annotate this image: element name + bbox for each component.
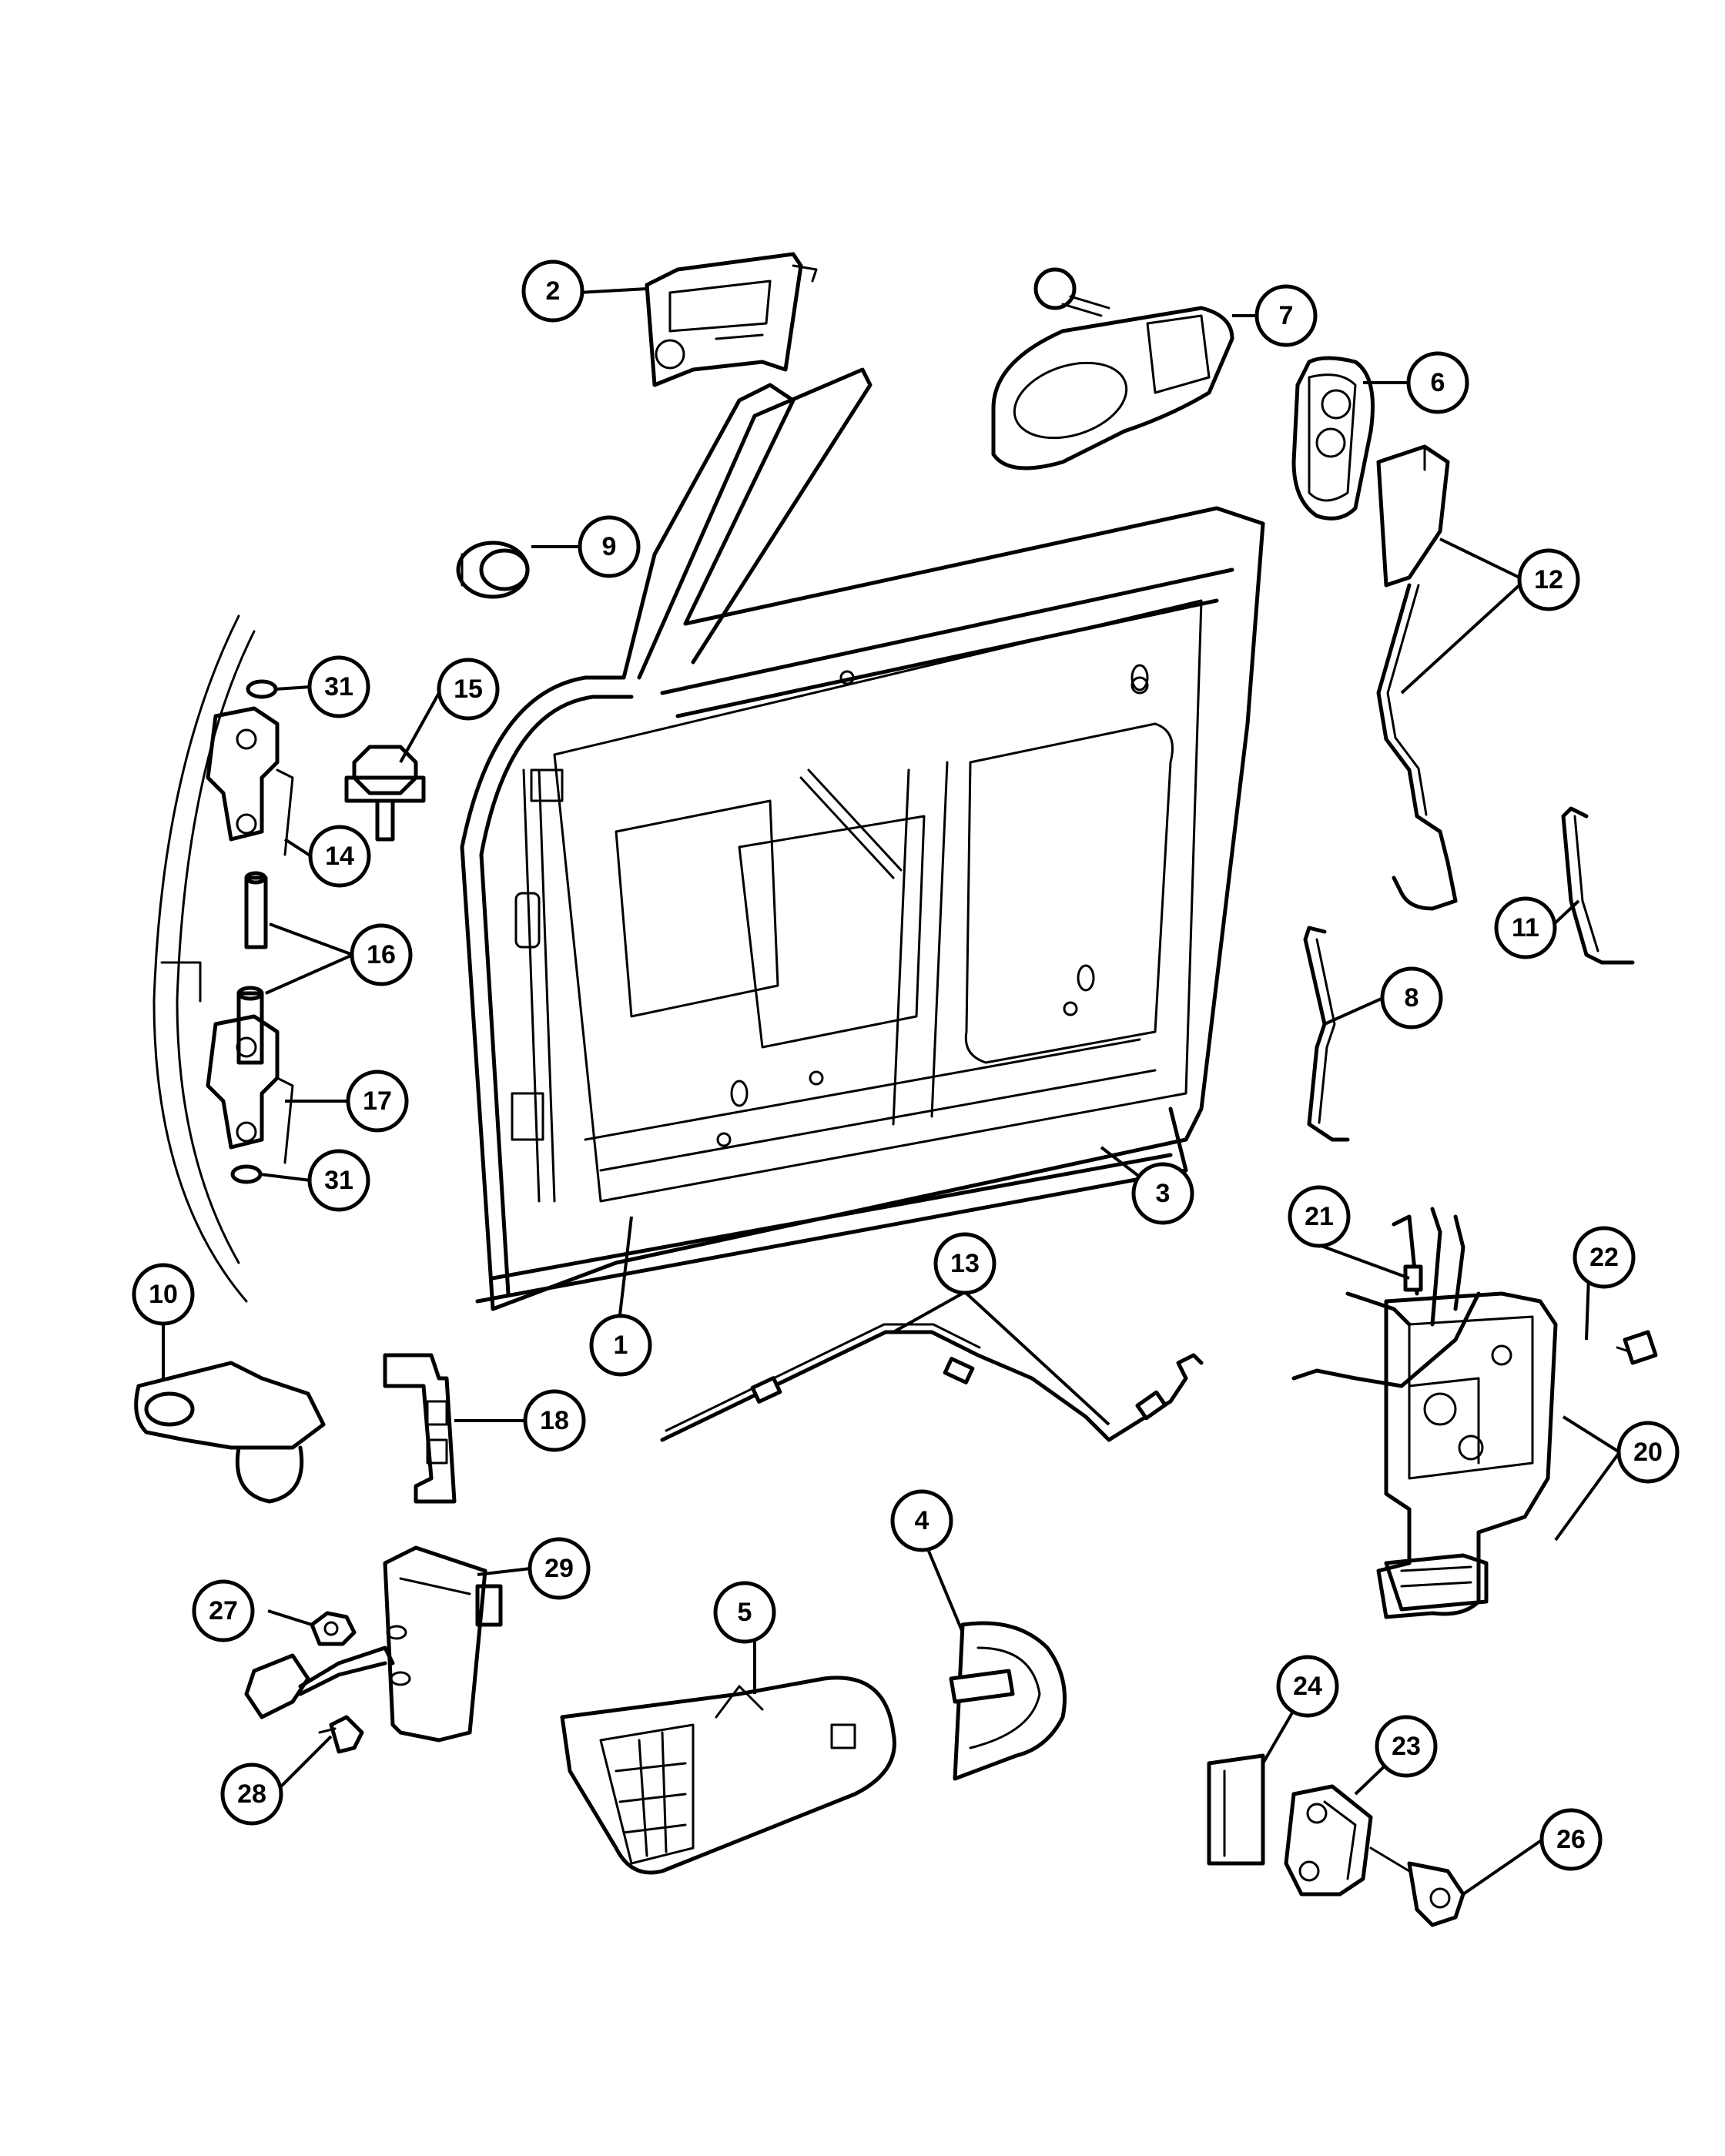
callout-27: 27 <box>192 1579 255 1642</box>
callout-5: 5 <box>713 1581 776 1644</box>
plug-part <box>456 541 530 599</box>
callout-2: 2 <box>521 259 584 323</box>
nut-upper-part <box>246 679 278 699</box>
lower-hinge-part <box>206 1014 294 1164</box>
callout-28-label: 28 <box>237 1779 266 1809</box>
callout-1: 1 <box>589 1314 652 1377</box>
callout-10: 10 <box>132 1263 195 1326</box>
callout-18: 18 <box>523 1389 586 1452</box>
small-rod-part <box>1561 806 1635 965</box>
callout-9-label: 9 <box>602 532 617 561</box>
callout-20-label: 20 <box>1633 1438 1663 1467</box>
callout-17-label: 17 <box>363 1086 392 1116</box>
latch-assembly-part <box>1291 1207 1558 1619</box>
callout-16: 16 <box>350 923 413 986</box>
hinge-pins-part <box>236 871 268 1065</box>
switch-bezel-part <box>1291 356 1375 521</box>
callout-31-upper: 31 <box>307 655 370 718</box>
callout-15-label: 15 <box>454 675 483 704</box>
callout-26-label: 26 <box>1556 1825 1586 1854</box>
lock-rod-part <box>1376 444 1458 911</box>
callout-12-label: 12 <box>1534 565 1563 594</box>
callout-6: 6 <box>1406 351 1469 414</box>
callout-26: 26 <box>1539 1808 1603 1871</box>
callout-12: 12 <box>1517 548 1580 611</box>
callout-15: 15 <box>437 658 500 721</box>
callout-7-label: 7 <box>1279 301 1294 330</box>
callout-21: 21 <box>1288 1185 1351 1248</box>
callout-8: 8 <box>1380 966 1443 1029</box>
clip-part <box>383 1353 457 1504</box>
callout-10-label: 10 <box>149 1280 178 1309</box>
callout-27-label: 27 <box>209 1596 238 1625</box>
callout-31-upper-label: 31 <box>324 672 353 701</box>
screw-part <box>318 1715 364 1754</box>
callout-17: 17 <box>346 1070 409 1133</box>
callout-5-label: 5 <box>738 1598 752 1627</box>
callout-20: 20 <box>1616 1421 1680 1484</box>
callout-18-label: 18 <box>540 1406 569 1435</box>
callout-28: 28 <box>220 1763 283 1826</box>
callout-22: 22 <box>1573 1226 1636 1289</box>
hex-nut-part <box>310 1611 357 1646</box>
callout-29-label: 29 <box>544 1554 574 1583</box>
callout-16-label: 16 <box>367 940 396 969</box>
callout-21-label: 21 <box>1305 1202 1334 1231</box>
callout-11: 11 <box>1494 896 1557 959</box>
callout-24: 24 <box>1276 1655 1339 1718</box>
callout-6-label: 6 <box>1431 368 1445 397</box>
outside-handle-part <box>991 267 1234 470</box>
callout-31-lower-label: 31 <box>324 1166 353 1195</box>
bolt-part <box>344 745 426 842</box>
latch-rod-part <box>1303 926 1350 1142</box>
bumper-part <box>134 1361 326 1504</box>
callout-31-lower: 31 <box>307 1149 370 1212</box>
callout-22-label: 22 <box>1589 1243 1619 1272</box>
callout-4: 4 <box>890 1489 953 1552</box>
long-rod-part <box>660 1323 1204 1442</box>
callout-14-label: 14 <box>325 842 354 871</box>
striker-bolt-part <box>1369 1846 1465 1927</box>
callout-23-label: 23 <box>1392 1732 1421 1761</box>
callout-13: 13 <box>933 1232 996 1295</box>
callout-1-label: 1 <box>614 1331 628 1360</box>
callout-11-label: 11 <box>1512 913 1539 942</box>
callout-2-label: 2 <box>546 276 561 306</box>
striker-part <box>1284 1784 1373 1897</box>
callout-3-label: 3 <box>1156 1179 1171 1208</box>
door-check-part <box>244 1545 503 1743</box>
handle-cup-part <box>949 1621 1067 1781</box>
callout-29: 29 <box>528 1537 591 1600</box>
inside-handle-bezel-part <box>645 252 818 387</box>
body-pillar-part <box>152 614 256 1303</box>
striker-shim-part <box>1207 1753 1265 1866</box>
callout-8-label: 8 <box>1405 983 1419 1013</box>
callout-4-label: 4 <box>915 1506 929 1535</box>
callout-14: 14 <box>308 825 371 888</box>
leader-lines <box>162 287 1621 1896</box>
callout-24-label: 24 <box>1293 1672 1322 1701</box>
callout-9: 9 <box>578 515 641 578</box>
callout-3: 3 <box>1131 1162 1194 1225</box>
callout-13-label: 13 <box>950 1249 980 1278</box>
latch-screw-part <box>1616 1330 1658 1365</box>
door-shell-part <box>460 367 1265 1311</box>
trim-panel-part <box>560 1676 896 1875</box>
nut-lower-part <box>230 1164 263 1184</box>
callout-23: 23 <box>1375 1715 1438 1778</box>
callout-7: 7 <box>1254 284 1318 347</box>
upper-hinge-part <box>206 706 294 856</box>
